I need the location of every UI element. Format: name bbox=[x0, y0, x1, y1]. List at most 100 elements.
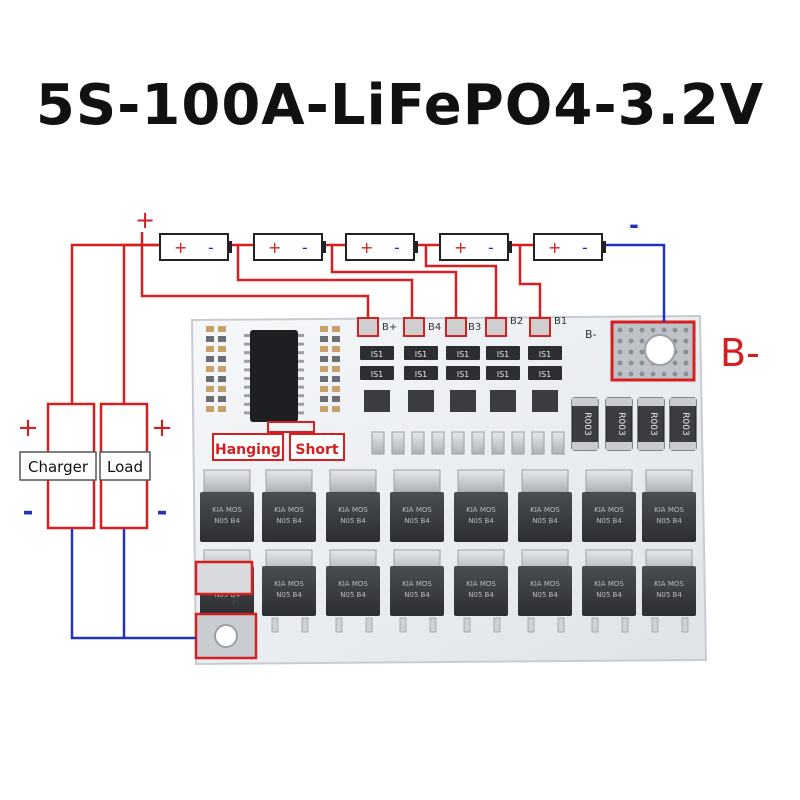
mosfet-tab bbox=[645, 469, 693, 493]
smd-component bbox=[218, 336, 226, 342]
mosfet-marking: N05 B4 bbox=[276, 591, 302, 599]
via bbox=[639, 360, 645, 366]
wire-balance-b3 bbox=[330, 245, 458, 318]
bms-ic-chip bbox=[250, 330, 298, 422]
via bbox=[683, 338, 689, 344]
mosfet-array: KIA MOS N05 B4 KIA MOS N05 B4 KIA MOS N05 B4 K… bbox=[200, 469, 696, 633]
ic-pin bbox=[298, 351, 304, 355]
mosfet bbox=[642, 566, 696, 616]
smd-component bbox=[218, 366, 226, 372]
mosfet bbox=[326, 492, 380, 542]
mosfet-pin bbox=[429, 617, 437, 633]
resistor-cap bbox=[670, 398, 696, 406]
ic-pin bbox=[298, 334, 304, 337]
is1-chip-marking: IS1 bbox=[371, 350, 384, 359]
via bbox=[650, 371, 656, 377]
pad-b4 bbox=[403, 317, 425, 337]
p-pad-upper bbox=[194, 560, 254, 596]
smd-component bbox=[332, 406, 340, 412]
pad-b1 bbox=[529, 317, 551, 337]
mosfet-pin bbox=[651, 617, 659, 633]
mosfet-marking: KIA MOS bbox=[402, 506, 432, 514]
balance-pads: B+ B4 B3 B2 B1 B- bbox=[357, 316, 597, 341]
smd-component bbox=[332, 376, 340, 382]
smd-component bbox=[206, 396, 214, 402]
via bbox=[617, 371, 623, 377]
via bbox=[628, 338, 634, 344]
smd-component bbox=[332, 366, 340, 372]
mosfet-pin bbox=[557, 617, 565, 633]
charger-label-box bbox=[19, 451, 97, 481]
is1-chip-marking: IS1 bbox=[457, 350, 470, 359]
cell-plus-label: + bbox=[268, 238, 281, 257]
mosfet-marking: KIA MOS bbox=[594, 506, 624, 514]
solder-tab bbox=[531, 431, 545, 455]
hanging-label-box bbox=[212, 433, 284, 461]
b-minus-callout: B- bbox=[720, 331, 760, 375]
mosfet-tab bbox=[329, 469, 377, 493]
mosfet-tab bbox=[521, 469, 569, 493]
via bbox=[628, 349, 634, 355]
mosfet-pin bbox=[621, 617, 629, 633]
cell-plus-label: + bbox=[454, 238, 467, 257]
is1-chip bbox=[486, 346, 520, 360]
mosfet bbox=[582, 492, 636, 542]
mosfet-marking: KIA MOS bbox=[466, 506, 496, 514]
is1-chip bbox=[446, 346, 480, 360]
smd-component bbox=[320, 366, 328, 372]
balance-transistor bbox=[408, 390, 434, 412]
smd-component bbox=[206, 356, 214, 362]
is1-chip-marking: IS1 bbox=[415, 350, 428, 359]
mosfet-marking: N05 B4 bbox=[468, 591, 494, 599]
via bbox=[672, 360, 678, 366]
balance-transistor bbox=[490, 390, 516, 412]
smd-component bbox=[218, 396, 226, 402]
via bbox=[683, 349, 689, 355]
mosfet-marking: KIA MOS bbox=[274, 506, 304, 514]
cell-minus-label: - bbox=[488, 238, 494, 257]
mosfet bbox=[518, 492, 572, 542]
mosfet-pin bbox=[399, 617, 407, 633]
ic-pin bbox=[244, 368, 250, 372]
ic-pin bbox=[244, 334, 250, 337]
mosfet-marking: KIA MOS bbox=[654, 580, 684, 588]
ic-pin bbox=[244, 359, 250, 363]
resistor-cap bbox=[670, 442, 696, 450]
smd-component bbox=[320, 356, 328, 362]
mosfet-marking: N05 B4 bbox=[214, 517, 240, 525]
resistor-cap bbox=[606, 398, 632, 406]
ic-pin bbox=[298, 385, 304, 389]
smd-component bbox=[206, 376, 214, 382]
smd-component bbox=[206, 336, 214, 342]
mosfet-pin bbox=[527, 617, 535, 633]
solder-tab bbox=[551, 431, 565, 455]
mosfet-tab bbox=[585, 469, 633, 493]
pad-label-b2: B2 bbox=[510, 316, 523, 327]
page-title: 5S-100A-LiFePO4-3.2V bbox=[35, 73, 765, 138]
ic-pin bbox=[244, 342, 250, 346]
smd-component bbox=[206, 386, 214, 392]
b-minus-mount-hole bbox=[644, 334, 676, 366]
mosfet-marking: KIA MOS bbox=[530, 580, 560, 588]
mosfet-marking: N05 B4 bbox=[532, 517, 558, 525]
mosfet-tab bbox=[203, 469, 251, 493]
balance-transistor bbox=[364, 390, 390, 412]
short-label: Short bbox=[295, 442, 339, 458]
cell-minus-label: - bbox=[582, 238, 588, 257]
ic-pin bbox=[244, 351, 250, 355]
load-plus-symbol: + bbox=[151, 413, 173, 443]
mosfet-marking: N05 B4 bbox=[276, 517, 302, 525]
b-minus-silk-label: B- bbox=[585, 328, 597, 341]
solder-tab bbox=[411, 431, 425, 455]
load-label-box bbox=[99, 451, 151, 481]
smd-component bbox=[332, 336, 340, 342]
blue-wires bbox=[70, 243, 666, 640]
mosfet-marking: KIA MOS bbox=[338, 506, 368, 514]
b-minus-section: B- bbox=[610, 320, 760, 382]
ic-pin bbox=[298, 359, 304, 363]
smd-component bbox=[206, 406, 214, 412]
via bbox=[617, 349, 623, 355]
ic-pin bbox=[298, 394, 304, 398]
p-minus-mount-hole bbox=[214, 624, 238, 648]
pad-b3 bbox=[445, 317, 467, 337]
